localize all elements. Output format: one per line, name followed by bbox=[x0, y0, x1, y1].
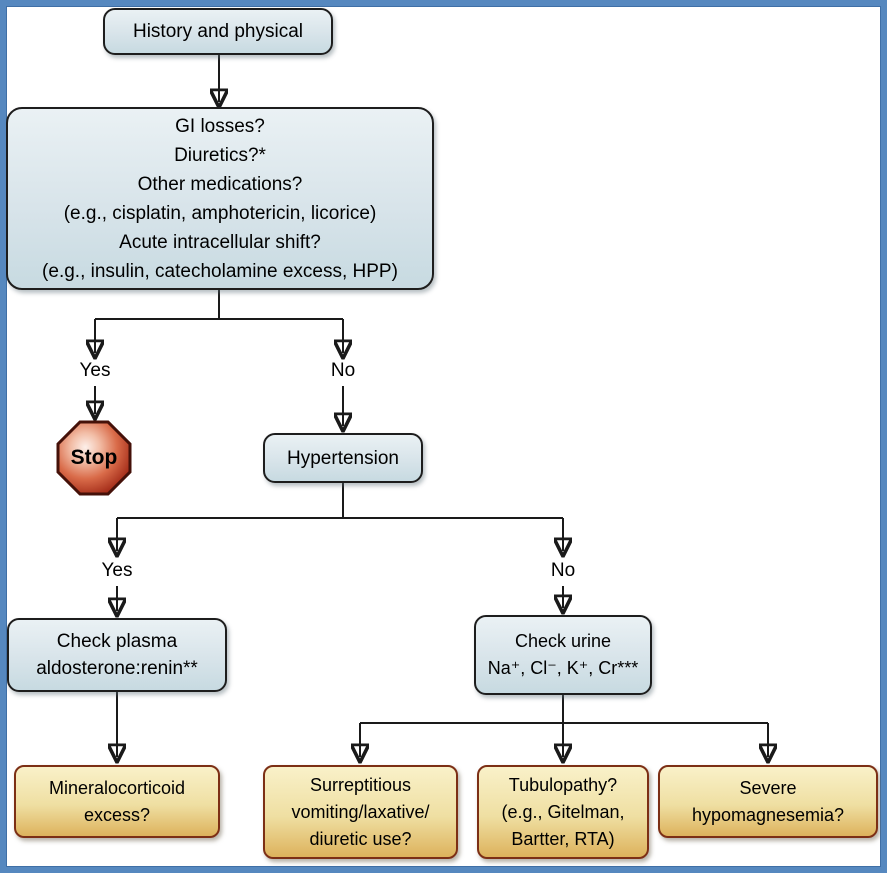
mineralocorticoid-line-1: Mineralocorticoid bbox=[48, 777, 186, 798]
screening-line-5: Acute intracellular shift? bbox=[119, 231, 321, 253]
surreptitious-line-2: vomiting/laxative/ bbox=[291, 801, 430, 822]
stop-octagon-icon bbox=[56, 420, 132, 496]
hypomagnesemia-line-2: hypomagnesemia? bbox=[691, 804, 845, 825]
node-check-plasma: Check plasma aldosterone:renin** bbox=[7, 618, 227, 692]
tubulopathy-line-2: (e.g., Gitelman, bbox=[501, 801, 625, 822]
screening-line-6: (e.g., insulin, catecholamine excess, HP… bbox=[42, 260, 398, 282]
label-yes-hypertension: Yes bbox=[101, 560, 133, 581]
node-screening-questions: GI losses? Diuretics?* Other medications… bbox=[6, 107, 434, 290]
check-plasma-line-2: aldosterone:renin** bbox=[36, 658, 198, 679]
node-history-physical: History and physical bbox=[103, 8, 333, 55]
label-no-hypertension: No bbox=[550, 560, 576, 581]
outcome-mineralocorticoid-excess: Mineralocorticoid excess? bbox=[14, 765, 220, 838]
check-plasma-line-1: Check plasma bbox=[56, 631, 178, 652]
label-no-screening: No bbox=[330, 360, 356, 381]
outcome-surreptitious-use: Surreptitious vomiting/laxative/ diureti… bbox=[263, 765, 458, 859]
screening-line-3: Other medications? bbox=[137, 173, 303, 195]
tubulopathy-line-1: Tubulopathy? bbox=[508, 774, 618, 795]
mineralocorticoid-line-2: excess? bbox=[83, 804, 151, 825]
screening-line-4: (e.g., cisplatin, amphotericin, licorice… bbox=[63, 202, 377, 224]
outcome-severe-hypomagnesemia: Severe hypomagnesemia? bbox=[658, 765, 878, 838]
check-urine-line-2: Na⁺, Cl⁻, K⁺, Cr*** bbox=[487, 658, 639, 678]
surreptitious-line-1: Surreptitious bbox=[309, 774, 412, 795]
node-check-urine: Check urine Na⁺, Cl⁻, K⁺, Cr*** bbox=[474, 615, 652, 695]
node-history-physical-label: History and physical bbox=[132, 21, 304, 42]
screening-line-1: GI losses? bbox=[175, 115, 265, 137]
surreptitious-line-3: diuretic use? bbox=[309, 828, 412, 849]
stop-sign: Stop bbox=[55, 419, 133, 497]
label-yes-screening: Yes bbox=[79, 360, 111, 381]
node-hypertension-label: Hypertension bbox=[287, 447, 399, 469]
outcome-tubulopathy: Tubulopathy? (e.g., Gitelman, Bartter, R… bbox=[477, 765, 649, 859]
stop-label: Stop bbox=[70, 446, 118, 469]
tubulopathy-line-3: Bartter, RTA) bbox=[511, 828, 615, 849]
node-hypertension: Hypertension bbox=[263, 433, 423, 483]
screening-line-2: Diuretics?* bbox=[174, 144, 266, 166]
check-urine-line-1: Check urine bbox=[514, 631, 612, 651]
hypomagnesemia-line-1: Severe bbox=[739, 777, 797, 798]
connector-lines bbox=[6, 55, 881, 867]
